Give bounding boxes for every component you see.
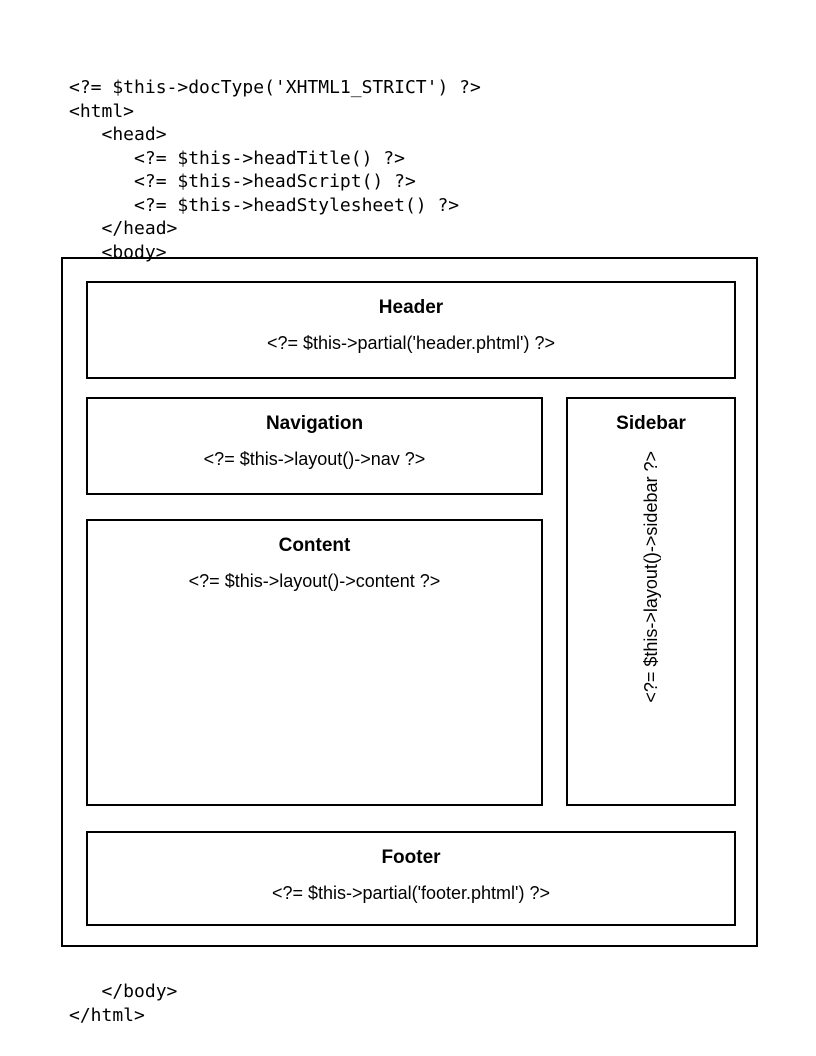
code-block-document-head: <?= $this->docType('XHTML1_STRICT') ?> <… — [69, 77, 481, 263]
region-box-sidebar: Sidebar <?= $this->layout()->sidebar ?> — [566, 397, 736, 806]
navigation-region-title: Navigation — [265, 413, 364, 434]
header-region-title: Header — [378, 297, 444, 318]
footer-region-code: <?= $this->partial('footer.phtml') ?> — [271, 883, 551, 903]
header-region-code: <?= $this->partial('header.phtml') ?> — [266, 333, 556, 353]
region-box-content: Content <?= $this->layout()->content ?> — [86, 519, 543, 806]
footer-region-title: Footer — [381, 847, 441, 868]
region-box-header: Header <?= $this->partial('header.phtml'… — [86, 281, 736, 379]
code-block-document-close: </body> </html> — [69, 981, 178, 1026]
content-region-title: Content — [278, 535, 351, 556]
sidebar-region-title: Sidebar — [616, 413, 686, 434]
region-box-navigation: Navigation <?= $this->layout()->nav ?> — [86, 397, 543, 495]
region-box-footer: Footer <?= $this->partial('footer.phtml'… — [86, 831, 736, 926]
page-body-container: Header <?= $this->partial('header.phtml'… — [61, 257, 758, 947]
navigation-region-code: <?= $this->layout()->nav ?> — [203, 449, 426, 469]
sidebar-region-code: <?= $this->layout()->sidebar ?> — [640, 451, 661, 703]
sidebar-region-code-wrapper: <?= $this->layout()->sidebar ?> — [568, 451, 734, 796]
content-region-code: <?= $this->layout()->content ?> — [188, 571, 441, 591]
